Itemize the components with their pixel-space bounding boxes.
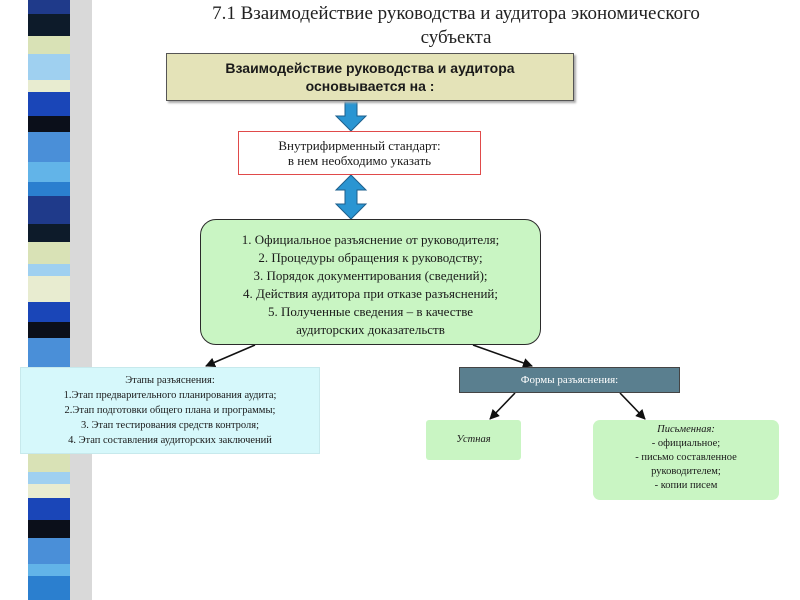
header-box-line-2: основывается на : xyxy=(305,78,435,94)
forms-box: Формы разъяснения: xyxy=(459,367,680,393)
stripe-band xyxy=(28,322,70,338)
stripe-band xyxy=(28,116,70,132)
procedures-item: 1. Официальное разъяснение от руководите… xyxy=(241,232,500,247)
standard-box-line-2: в нем необходимо указать xyxy=(287,153,432,168)
oral-form-box: Устная xyxy=(426,420,521,460)
stripe-band xyxy=(28,92,70,116)
slide-title-line-2: субъекта xyxy=(420,27,492,48)
stripe-band xyxy=(28,472,70,484)
standard-box: Внутрифирменный стандарт: в нем необходи… xyxy=(238,131,481,175)
stripe-band xyxy=(28,242,70,264)
written-form-item: - официальное; xyxy=(651,438,721,449)
procedures-item: аудиторских доказательств xyxy=(296,322,445,337)
double-arrow-icon xyxy=(334,174,368,220)
stripe-band xyxy=(28,196,70,224)
slide-title-line-1: 7.1 Взаимодействие руководства и аудитор… xyxy=(212,3,700,24)
oral-form-label: Устная xyxy=(456,434,491,445)
written-form-item: - копии писем xyxy=(654,480,718,491)
standard-box-line-1: Внутрифирменный стандарт: xyxy=(278,138,441,153)
stripe-band xyxy=(28,80,70,92)
stripe-band xyxy=(28,36,70,54)
stripe-band xyxy=(28,264,70,276)
procedures-item: 2. Процедуры обращения к руководству; xyxy=(258,250,483,265)
stripe-band xyxy=(28,14,70,36)
written-form-title: Письменная: xyxy=(657,424,715,435)
stripe-band xyxy=(28,576,70,600)
connector-main-to-forms xyxy=(472,344,533,368)
stripe-band xyxy=(28,182,70,196)
stripe-band xyxy=(28,484,70,498)
stripe-band xyxy=(28,564,70,576)
written-form-item: руководителем; xyxy=(651,466,721,477)
stripe-band xyxy=(28,276,70,302)
stages-title: Этапы разъяснения: xyxy=(125,375,215,386)
forms-label: Формы разъяснения: xyxy=(520,374,619,386)
connector-forms-to-oral xyxy=(489,392,516,420)
stripe-band xyxy=(28,538,70,564)
stripe-band xyxy=(28,162,70,182)
down-arrow-icon xyxy=(334,100,368,132)
stages-box: Этапы разъяснения: 1.Этап предварительно… xyxy=(20,367,320,454)
written-form-item: - письмо составленное xyxy=(635,452,737,463)
slide-title: 7.1 Взаимодействие руководства и аудитор… xyxy=(120,2,792,50)
stripe-band xyxy=(28,302,70,322)
written-form-box: Письменная: - официальное; - письмо сост… xyxy=(593,420,779,500)
procedures-item: 4. Действия аудитора при отказе разъясне… xyxy=(242,286,498,301)
stages-item: 3. Этап тестирования средств контроля; xyxy=(80,420,260,431)
stripe-band xyxy=(28,54,70,80)
stripe-band xyxy=(28,0,70,14)
stripe-band xyxy=(28,520,70,538)
stages-item: 1.Этап предварительного планирования ауд… xyxy=(63,390,277,401)
header-box-line-1: Взаимодействие руководства и аудитора xyxy=(225,60,515,76)
procedures-item: 5. Полученные сведения – в качестве xyxy=(267,304,474,319)
procedures-item: 3. Порядок документирования (сведений); xyxy=(253,268,488,283)
connector-main-to-stages xyxy=(205,344,256,368)
header-box: Взаимодействие руководства и аудитора ос… xyxy=(166,53,574,101)
stages-item: 4. Этап составления аудиторских заключен… xyxy=(68,435,272,446)
stripe-band xyxy=(28,224,70,242)
stripe-band xyxy=(28,132,70,162)
stripe-band xyxy=(28,498,70,520)
stripe-band xyxy=(28,338,70,368)
connector-forms-to-written xyxy=(619,392,646,420)
procedures-box: 1. Официальное разъяснение от руководите… xyxy=(200,219,541,345)
stages-item: 2.Этап подготовки общего плана и програм… xyxy=(64,405,276,416)
